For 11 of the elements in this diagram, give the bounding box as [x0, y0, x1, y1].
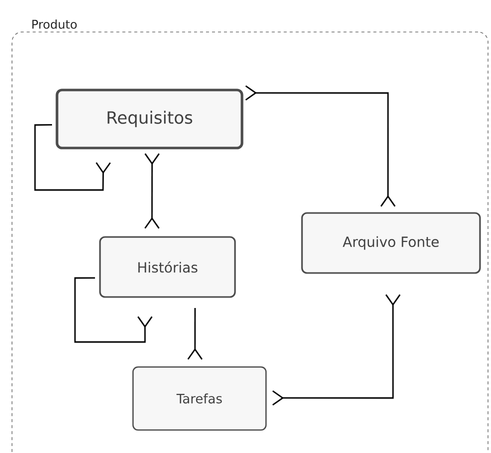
connector: [74, 277, 153, 343]
connector: [144, 153, 160, 229]
connector: [187, 308, 203, 360]
connector: [245, 85, 396, 207]
entity-box: Arquivo Fonte: [301, 212, 481, 274]
entity-box: Tarefas: [132, 366, 267, 431]
entity-box: Histórias: [99, 236, 236, 298]
connector: [34, 124, 111, 191]
entity-box: Requisitos: [56, 88, 244, 150]
group-title: Produto: [32, 20, 77, 29]
connector: [272, 294, 401, 406]
